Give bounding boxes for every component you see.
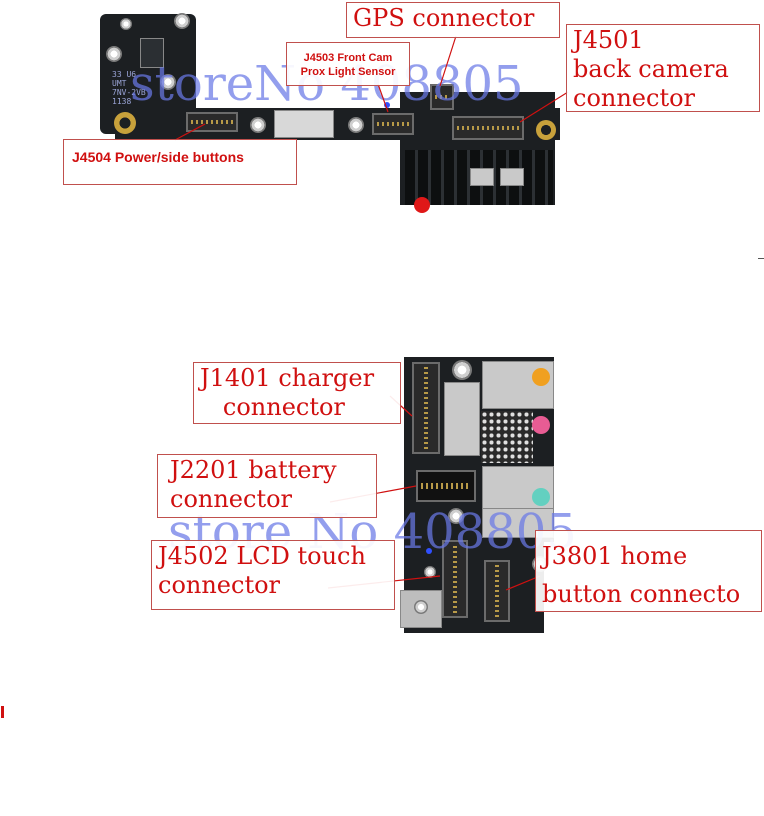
label-j4504-power-buttons: J4504 Power/side buttons <box>63 139 297 185</box>
board-print-line: 33 U6 <box>112 70 137 79</box>
gps-connector <box>430 84 454 110</box>
label-j4503-front-cam: J4503 Front Cam Prox Light Sensor <box>286 42 410 86</box>
leader-j4503 <box>377 83 389 113</box>
leader-j3801 <box>505 575 541 591</box>
label-j4501-back-camera: J4501 back camera connector <box>566 24 760 112</box>
top-board-chip <box>470 168 494 186</box>
screw <box>160 74 176 90</box>
stray-mark <box>758 258 764 259</box>
label-j4502-lcd-touch: J4502 LCD touch connector <box>151 540 395 610</box>
screw <box>452 360 472 380</box>
j4503-connector <box>372 113 414 135</box>
screw <box>348 117 364 133</box>
board-print-line: 7NV-2VB <box>112 88 146 97</box>
metal-bracket <box>400 590 442 628</box>
j4502-connector <box>442 540 468 618</box>
screw <box>414 600 428 614</box>
board-print-text: 33 U6 UMT 7NV-2VB 1138 <box>112 70 146 106</box>
label-j2201-battery: J2201 battery connector <box>157 454 377 518</box>
screw-hole <box>114 112 136 134</box>
label-j3801-home-button: J3801 home button connecto <box>535 530 762 612</box>
pink-marker <box>532 416 550 434</box>
screw <box>106 46 122 62</box>
top-board-chip <box>500 168 524 186</box>
j1401-connector <box>412 362 440 454</box>
label-gps-connector: GPS connector <box>346 2 560 38</box>
leader-gps <box>439 35 457 87</box>
leader-j4504 <box>174 123 206 141</box>
blue-component <box>426 548 432 554</box>
stray-mark <box>1 706 4 718</box>
cyan-marker <box>532 488 550 506</box>
leader-j4501 <box>519 91 569 123</box>
j4501-connector <box>452 116 524 140</box>
screw <box>448 508 464 524</box>
blue-component <box>384 102 390 108</box>
screw <box>424 566 436 578</box>
board-print-line: 1138 <box>112 97 132 106</box>
board-print-line: UMT <box>112 79 127 88</box>
metal-bracket <box>274 110 334 138</box>
screw <box>174 13 190 29</box>
red-component <box>414 197 430 213</box>
top-board-shield <box>140 38 164 68</box>
label-j1401-charger: J1401 charger connector <box>193 362 401 424</box>
screw <box>250 117 266 133</box>
screw-hole <box>536 120 556 140</box>
orange-marker <box>532 368 550 386</box>
j2201-connector <box>416 470 476 502</box>
j3801-connector <box>484 560 510 622</box>
screw <box>120 18 132 30</box>
bga-chip <box>481 411 533 463</box>
shield-can <box>444 382 480 456</box>
